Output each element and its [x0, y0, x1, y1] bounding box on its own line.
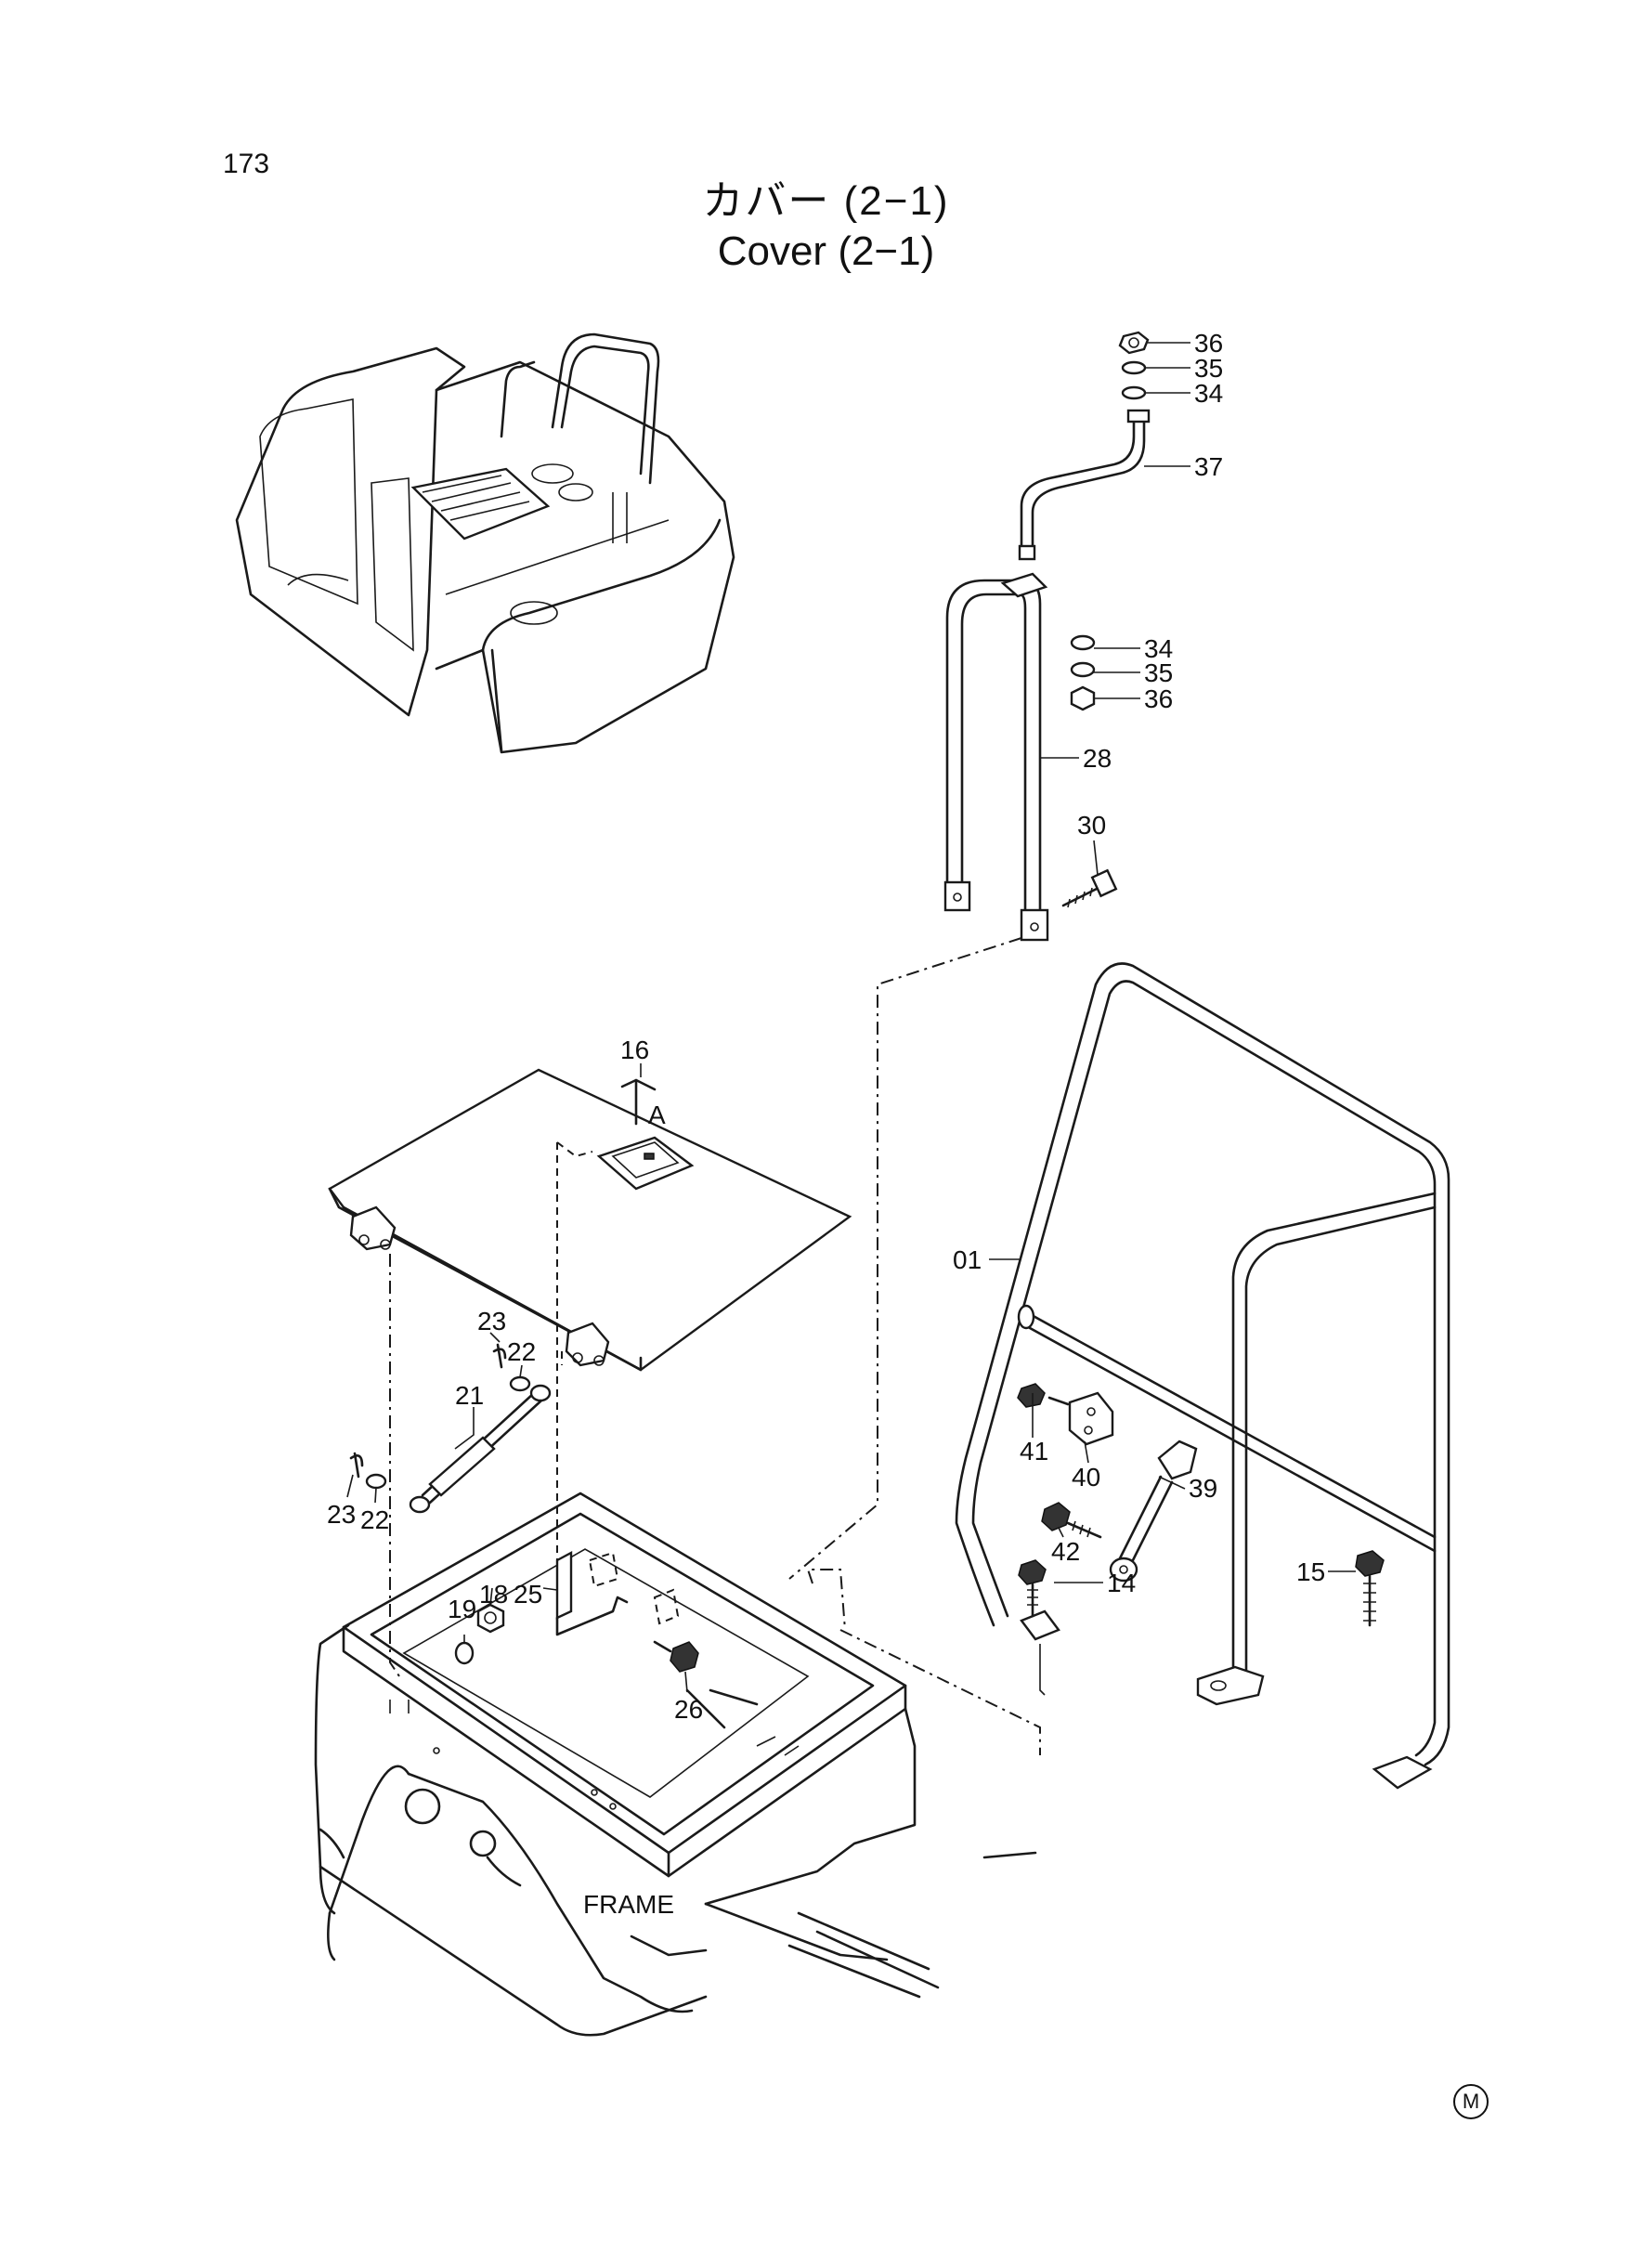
callout-labels: 36 35 34 37 34 35 36 28 30 16 A 01 23 22… — [327, 329, 1325, 1919]
nut-36-lower — [1070, 685, 1096, 711]
callout-36-top: 36 — [1194, 329, 1223, 358]
bolt-15 — [1355, 1550, 1385, 1577]
handrail-assembly-28 — [943, 331, 1151, 942]
frame-body — [314, 1492, 1037, 2037]
bolt-14 — [1018, 1559, 1047, 1585]
page-title-english: Cover (2−1) — [717, 228, 935, 274]
callout-22-lower: 22 — [360, 1505, 389, 1534]
callout-25: 25 — [514, 1580, 542, 1609]
stay-bracket-parts — [1017, 1383, 1385, 1627]
gas-spring-21 — [349, 1343, 552, 1514]
callout-30: 30 — [1077, 811, 1106, 840]
nut-18 — [476, 1603, 505, 1634]
washer-35-top — [1121, 360, 1147, 375]
pin-23-lower — [349, 1452, 364, 1479]
callout-15: 15 — [1296, 1557, 1325, 1586]
assembly-guide-lines — [389, 937, 1041, 1755]
machine-overview-illustration — [235, 332, 735, 754]
bolt-26 — [670, 1641, 699, 1673]
callout-18: 18 — [479, 1580, 508, 1609]
bolt-41 — [1017, 1383, 1046, 1408]
callout-35-top: 35 — [1194, 354, 1223, 383]
callout-16: 16 — [620, 1036, 649, 1064]
page-title-japanese: カバー (2−1) — [702, 178, 950, 224]
cover-16 — [328, 1068, 852, 1372]
washer-22-upper — [509, 1375, 531, 1392]
callout-35-lower: 35 — [1144, 658, 1173, 687]
lock-washer-34-top — [1121, 385, 1147, 400]
callout-39: 39 — [1189, 1474, 1217, 1503]
callout-14: 14 — [1107, 1569, 1136, 1597]
callout-36-lower: 36 — [1144, 684, 1173, 713]
callout-23-lower: 23 — [327, 1500, 356, 1529]
bolt-30 — [1061, 868, 1118, 908]
bracket-40 — [1068, 1391, 1114, 1446]
callout-34-lower: 34 — [1144, 634, 1173, 663]
callout-01: 01 — [953, 1245, 982, 1274]
view-marker-a: A — [648, 1101, 666, 1129]
callout-41: 41 — [1020, 1437, 1048, 1466]
bolt-42 — [1041, 1502, 1071, 1531]
page-number: 173 — [223, 149, 270, 179]
callout-23-upper: 23 — [477, 1307, 506, 1335]
washer-19 — [454, 1641, 475, 1665]
callout-42: 42 — [1051, 1537, 1080, 1566]
callout-19: 19 — [448, 1595, 476, 1623]
washer-35-lower — [1070, 661, 1096, 678]
handrail-01 — [955, 962, 1450, 1790]
callout-37: 37 — [1194, 452, 1223, 481]
frame-label: FRAME — [583, 1890, 674, 1919]
callout-26: 26 — [674, 1695, 703, 1724]
callout-40: 40 — [1072, 1463, 1100, 1492]
callout-34-top: 34 — [1194, 379, 1223, 408]
lock-washer-34-lower — [1070, 634, 1096, 651]
callout-21: 21 — [455, 1381, 484, 1410]
callout-leaders — [346, 342, 1356, 1693]
washer-22-lower — [365, 1473, 387, 1490]
callout-22-upper: 22 — [507, 1337, 536, 1366]
nut-36-top — [1118, 331, 1150, 355]
callout-28: 28 — [1083, 744, 1112, 773]
manufacturer-mark: M — [1453, 2084, 1489, 2119]
pin-23-upper — [492, 1343, 507, 1369]
